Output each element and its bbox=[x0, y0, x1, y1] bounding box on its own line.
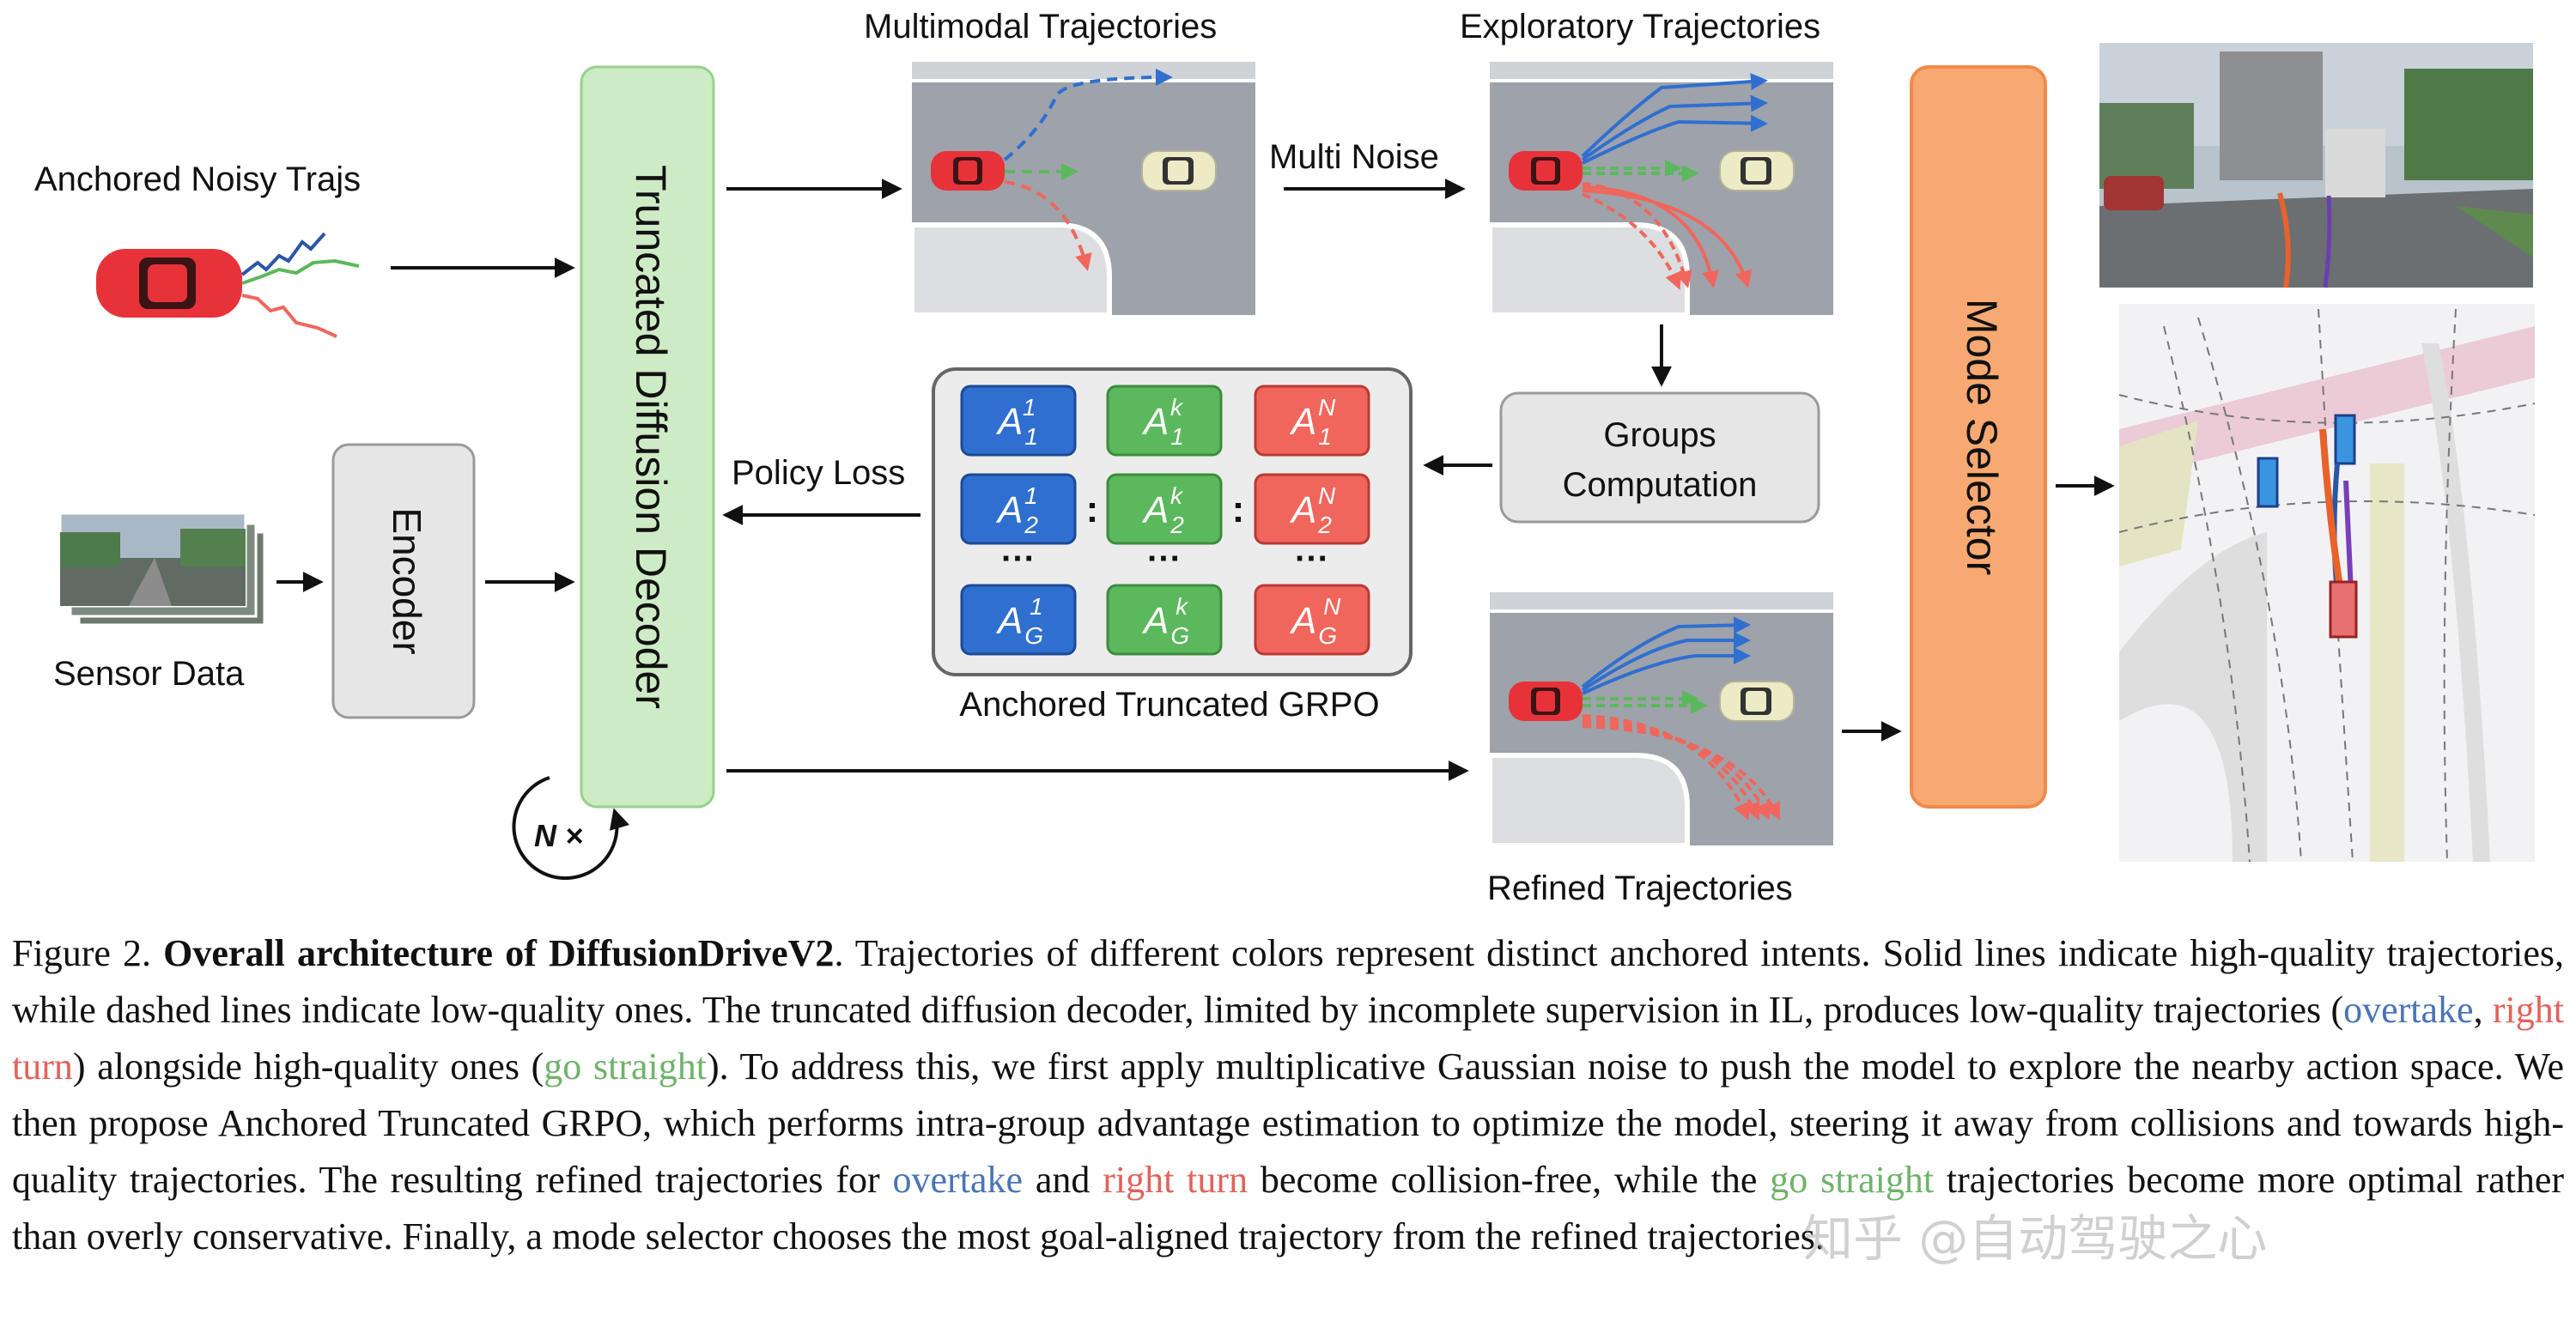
noisy-traj-red bbox=[241, 294, 337, 338]
advantage-cell bbox=[1254, 473, 1370, 545]
noisy-traj-green bbox=[241, 258, 360, 285]
advantage-cell bbox=[960, 473, 1077, 545]
n-times-label: N × bbox=[534, 818, 583, 853]
caption-right-turn: right turn bbox=[12, 989, 2564, 1088]
advantage-cell bbox=[1254, 385, 1370, 457]
caption-text-1: . Trajectories of different colors repre… bbox=[12, 932, 2564, 1031]
caption-fig-label: Figure 2. bbox=[12, 932, 152, 974]
grid-ellipsis: ··· bbox=[1147, 540, 1182, 578]
caption-go-straight: go straight bbox=[544, 1045, 707, 1088]
advantage-cell-label: A21 bbox=[995, 482, 1038, 538]
watermark: 知乎 @自动驾驶之心 bbox=[1803, 1209, 2268, 1268]
advantage-cell-label: AG1 bbox=[995, 593, 1043, 649]
grpo-label: Anchored Truncated GRPO bbox=[959, 686, 1379, 724]
advantage-cell bbox=[960, 584, 1077, 656]
caption-overtake-2: overtake bbox=[892, 1159, 1023, 1201]
caption-go-straight-2: go straight bbox=[1770, 1159, 1935, 1201]
mode-selector-label: Mode Selector bbox=[1958, 299, 2006, 575]
caption-right-turn-2: right turn bbox=[1103, 1159, 1249, 1201]
groups-computation-box bbox=[1499, 391, 1820, 524]
advantage-cell bbox=[960, 385, 1077, 457]
sensor-data-label: Sensor Data bbox=[53, 655, 245, 693]
advantage-cell-label: A2k bbox=[1141, 482, 1184, 538]
encoder-label: Encoder bbox=[385, 507, 429, 654]
advantage-cell bbox=[1106, 473, 1223, 545]
caption-comma: , bbox=[2473, 989, 2493, 1031]
policy-loss-label: Policy Loss bbox=[732, 454, 905, 492]
refined-label: Refined Trajectories bbox=[1487, 870, 1793, 907]
caption-overtake: overtake bbox=[2343, 989, 2474, 1031]
caption-text-5: trajectories become more optimal rather … bbox=[12, 1159, 2565, 1257]
advantage-cell-label: A1N bbox=[1289, 394, 1336, 450]
caption-title: Overall architecture of DiffusionDriveV2 bbox=[163, 932, 835, 974]
noisy-traj-blue bbox=[240, 232, 326, 276]
advantage-cell bbox=[1106, 584, 1223, 656]
groups-label-line1: Groups bbox=[1603, 416, 1716, 454]
advantage-cell-label: AGk bbox=[1141, 593, 1189, 649]
grid-colon: : bbox=[1232, 488, 1245, 530]
loop-arrow-icon bbox=[512, 776, 629, 881]
advantage-cell bbox=[1254, 584, 1370, 656]
multimodal-label: Multimodal Trajectories bbox=[864, 8, 1217, 45]
advantage-cell-label: A11 bbox=[995, 394, 1036, 450]
decoder-label: Truncated Diffusion Decoder bbox=[627, 165, 675, 709]
groups-label-line2: Computation bbox=[1563, 466, 1758, 504]
refined-scene bbox=[1490, 592, 1833, 845]
exploratory-scene bbox=[1490, 62, 1833, 315]
grid-colon: : bbox=[1086, 488, 1099, 530]
sensor-image-stack bbox=[58, 512, 266, 627]
mode-selector-box bbox=[1910, 65, 2047, 809]
anchored-noisy-label: Anchored Noisy Trajs bbox=[34, 161, 361, 198]
output-bev-map bbox=[2118, 304, 2536, 863]
caption-and: and bbox=[1023, 1159, 1103, 1201]
advantage-cell-label: A1k bbox=[1141, 394, 1184, 450]
encoder-box bbox=[331, 443, 476, 719]
output-camera-image bbox=[2099, 43, 2533, 288]
figure-caption: Figure 2. Overall architecture of Diffus… bbox=[12, 925, 2564, 1265]
advantage-cell-label: AGN bbox=[1289, 593, 1341, 649]
caption-text-2: ) alongside high-quality ones ( bbox=[72, 1045, 544, 1088]
grid-ellipsis: ··· bbox=[1295, 540, 1329, 578]
caption-text-4: become collision-free, while the bbox=[1248, 1159, 1771, 1201]
exploratory-label: Exploratory Trajectories bbox=[1460, 8, 1820, 45]
grid-ellipsis: ··· bbox=[1001, 540, 1036, 578]
advantage-cell bbox=[1106, 385, 1223, 457]
multi-noise-label: Multi Noise bbox=[1269, 138, 1439, 176]
advantage-cell-label: A2N bbox=[1289, 482, 1336, 538]
noisy-car-icon bbox=[96, 249, 242, 318]
caption-text-3: ). To address this, we first apply multi… bbox=[12, 1045, 2565, 1201]
decoder-box bbox=[580, 65, 715, 809]
multimodal-scene bbox=[912, 62, 1255, 315]
